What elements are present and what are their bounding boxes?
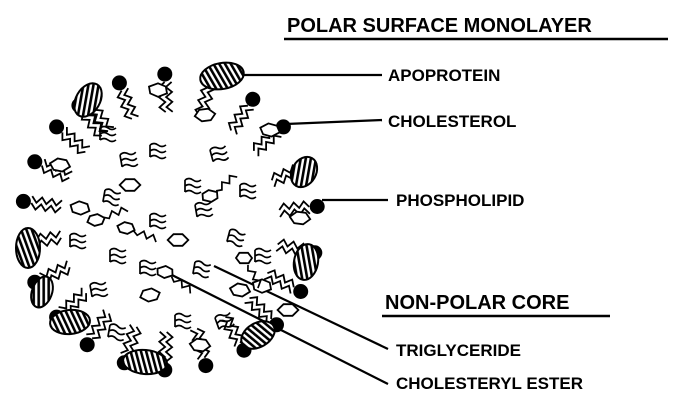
triglyceride-molecule: [185, 179, 201, 194]
cholesterol-ring: [120, 179, 141, 191]
cholesteryl-ester-ring: [117, 222, 134, 234]
cholesterol-ring: [290, 212, 310, 225]
triglyceride-molecule: [150, 214, 166, 229]
phospholipid-tail: [166, 82, 173, 112]
triglyceride-molecule: [108, 324, 126, 342]
phospholipid-head: [112, 75, 127, 90]
cholesterol-ring: [195, 109, 215, 122]
cholesteryl-ester-tail: [216, 176, 237, 191]
cholesterol-ring: [50, 159, 70, 172]
phospholipid-tail: [32, 196, 62, 205]
cholesterol-ring: [140, 288, 159, 301]
cholesterol-ring: [149, 83, 167, 97]
cholesteryl-ester-tail: [104, 208, 129, 219]
triglyceride-molecule: [195, 201, 213, 219]
triglyceride-molecule: [255, 249, 271, 264]
triglyceride-molecule: [150, 144, 166, 159]
triglyceride-molecule: [100, 127, 116, 142]
lipoprotein-particle: [16, 59, 325, 377]
triglyceride-molecule: [193, 261, 211, 279]
phospholipid-head: [157, 67, 172, 82]
phospholipid-head: [245, 92, 260, 107]
cholesterol-ring: [278, 304, 299, 316]
cholesterol-ring: [190, 339, 210, 352]
apoprotein-shape: [122, 348, 168, 376]
phospholipid-head: [293, 284, 308, 299]
phospholipid-head: [49, 119, 64, 134]
cholesterol-ring: [260, 123, 279, 136]
phospholipid-head: [80, 337, 95, 352]
triglyceride-molecule: [227, 229, 246, 248]
triglyceride-molecule: [90, 281, 108, 299]
cholesterol-ring: [230, 284, 250, 297]
cholesterol-ring: [168, 234, 189, 246]
core-heading: NON-POLAR CORE: [385, 292, 569, 314]
cholesteryl-ester-tail: [134, 231, 157, 242]
apoprotein-shape: [16, 228, 40, 268]
apoprotein-shape: [286, 152, 323, 192]
phospholipid-tail: [40, 261, 67, 277]
phospholipid-head: [310, 199, 325, 214]
cholesteryl-ester-ring: [87, 214, 104, 226]
phospholipid-head: [16, 194, 31, 209]
cholesterol-ring: [71, 201, 90, 214]
triglyceride-molecule: [240, 184, 256, 199]
triglyceride-molecule: [210, 144, 229, 163]
cholesterol-ring: [253, 279, 271, 293]
cholesterol-leader: [286, 120, 382, 124]
cholesteryl-ester-ring: [203, 190, 218, 202]
phospholipid-head: [27, 154, 42, 169]
phospholipid-head: [198, 358, 213, 373]
cholesterol-label: CHOLESTEROL: [388, 112, 516, 131]
triglyceride-molecule: [120, 151, 138, 169]
surface-monolayer-heading: POLAR SURFACE MONOLAYER: [287, 15, 592, 37]
triglyceride-molecule: [103, 189, 121, 207]
triglyceride-molecule: [70, 234, 86, 249]
cholesteryl-ester-label: CHOLESTERYL ESTER: [396, 374, 583, 393]
triglyceride-molecule: [140, 261, 156, 276]
cholesteryl-ester-ring: [158, 266, 173, 278]
phospholipid-tail: [166, 332, 173, 362]
phospholipid-label: PHOSPHOLIPID: [396, 191, 524, 210]
triglyceride-label: TRIGLYCERIDE: [396, 341, 521, 360]
cholesteryl-ester-ring: [236, 253, 252, 263]
apoprotein-label: APOPROTEIN: [388, 66, 500, 85]
triglyceride-molecule: [110, 249, 126, 264]
triglyceride-molecule: [175, 314, 191, 329]
